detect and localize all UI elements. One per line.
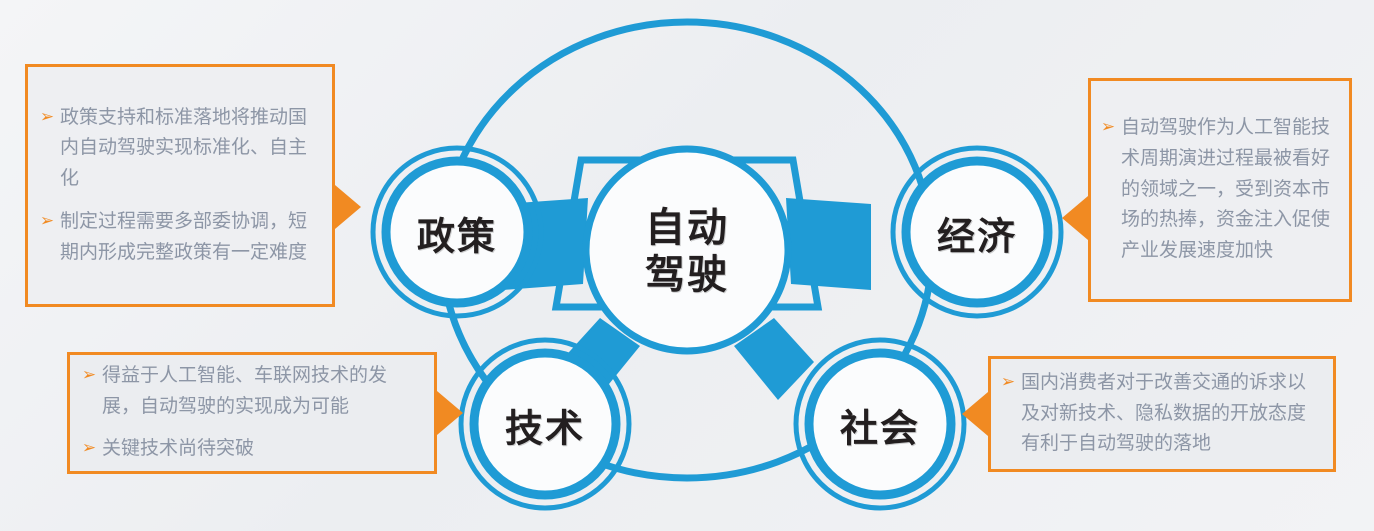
bullet-text: 政策支持和标准落地将推动国内自动驾驶实现标准化、自主化: [60, 106, 308, 190]
center-circle[interactable]: [582, 145, 792, 355]
bullet-item: ➢ 得益于人工智能、车联网技术的发展，自动驾驶的实现成为可能: [76, 361, 424, 423]
bullet-item: ➢ 关键技术尚待突破: [76, 434, 424, 465]
bullet-text: 关键技术尚待突破: [102, 438, 255, 460]
bullet-item: ➢ 自动驾驶作为人工智能技术周期演进过程最被看好的领域之一，受到资本市场的热捧，…: [1095, 113, 1337, 267]
society-callout[interactable]: ➢ 国内消费者对于改善交通的诉求以及对新技术、隐私数据的开放态度有利于自动驾驶的…: [988, 356, 1336, 472]
bullet-text: 制定过程需要多部委协调，短期内形成完整政策有一定难度: [60, 210, 308, 263]
bullet-item: ➢ 国内消费者对于改善交通的诉求以及对新技术、隐私数据的开放态度有利于自动驾驶的…: [995, 368, 1323, 460]
bullet-item: ➢ 政策支持和标准落地将推动国内自动驾驶实现标准化、自主化: [34, 103, 320, 195]
chevron-bullet-icon: ➢: [81, 364, 97, 384]
bullet-item: ➢ 制定过程需要多部委协调，短期内形成完整政策有一定难度: [34, 207, 320, 269]
node-circle-policy[interactable]: [381, 156, 533, 308]
policy-callout-arrow-icon: [335, 185, 361, 229]
technology-callout-arrow-icon: [437, 391, 463, 435]
bullet-text: 得益于人工智能、车联网技术的发展，自动驾驶的实现成为可能: [102, 364, 388, 417]
connector-society: [734, 318, 814, 400]
chevron-bullet-icon: ➢: [81, 438, 97, 458]
society-callout-arrow-icon: [962, 392, 988, 436]
node-ring-outer-economy: [890, 145, 1064, 319]
chevron-bullet-icon: ➢: [1000, 371, 1016, 391]
technology-callout[interactable]: ➢ 得益于人工智能、车联网技术的发展，自动驾驶的实现成为可能 ➢ 关键技术尚待突…: [67, 352, 437, 474]
node-circle-society[interactable]: [804, 348, 956, 500]
economy-callout[interactable]: ➢ 自动驾驶作为人工智能技术周期演进过程最被看好的领域之一，受到资本市场的热捧，…: [1088, 78, 1352, 302]
bullet-text: 自动驾驶作为人工智能技术周期演进过程最被看好的领域之一，受到资本市场的热捧，资金…: [1121, 117, 1331, 262]
chevron-bullet-icon: ➢: [39, 210, 55, 230]
policy-callout[interactable]: ➢ 政策支持和标准落地将推动国内自动驾驶实现标准化、自主化 ➢ 制定过程需要多部…: [25, 64, 335, 307]
bullet-text: 国内消费者对于改善交通的诉求以及对新技术、隐私数据的开放态度有利于自动驾驶的落地: [1021, 371, 1307, 455]
economy-callout-arrow-icon: [1062, 196, 1088, 240]
connector-economy: [786, 198, 871, 290]
chevron-bullet-icon: ➢: [1100, 117, 1116, 137]
chevron-bullet-icon: ➢: [39, 106, 55, 126]
node-ring-outer-policy: [370, 145, 544, 319]
node-circle-technology[interactable]: [469, 348, 621, 500]
node-circle-economy[interactable]: [901, 156, 1053, 308]
